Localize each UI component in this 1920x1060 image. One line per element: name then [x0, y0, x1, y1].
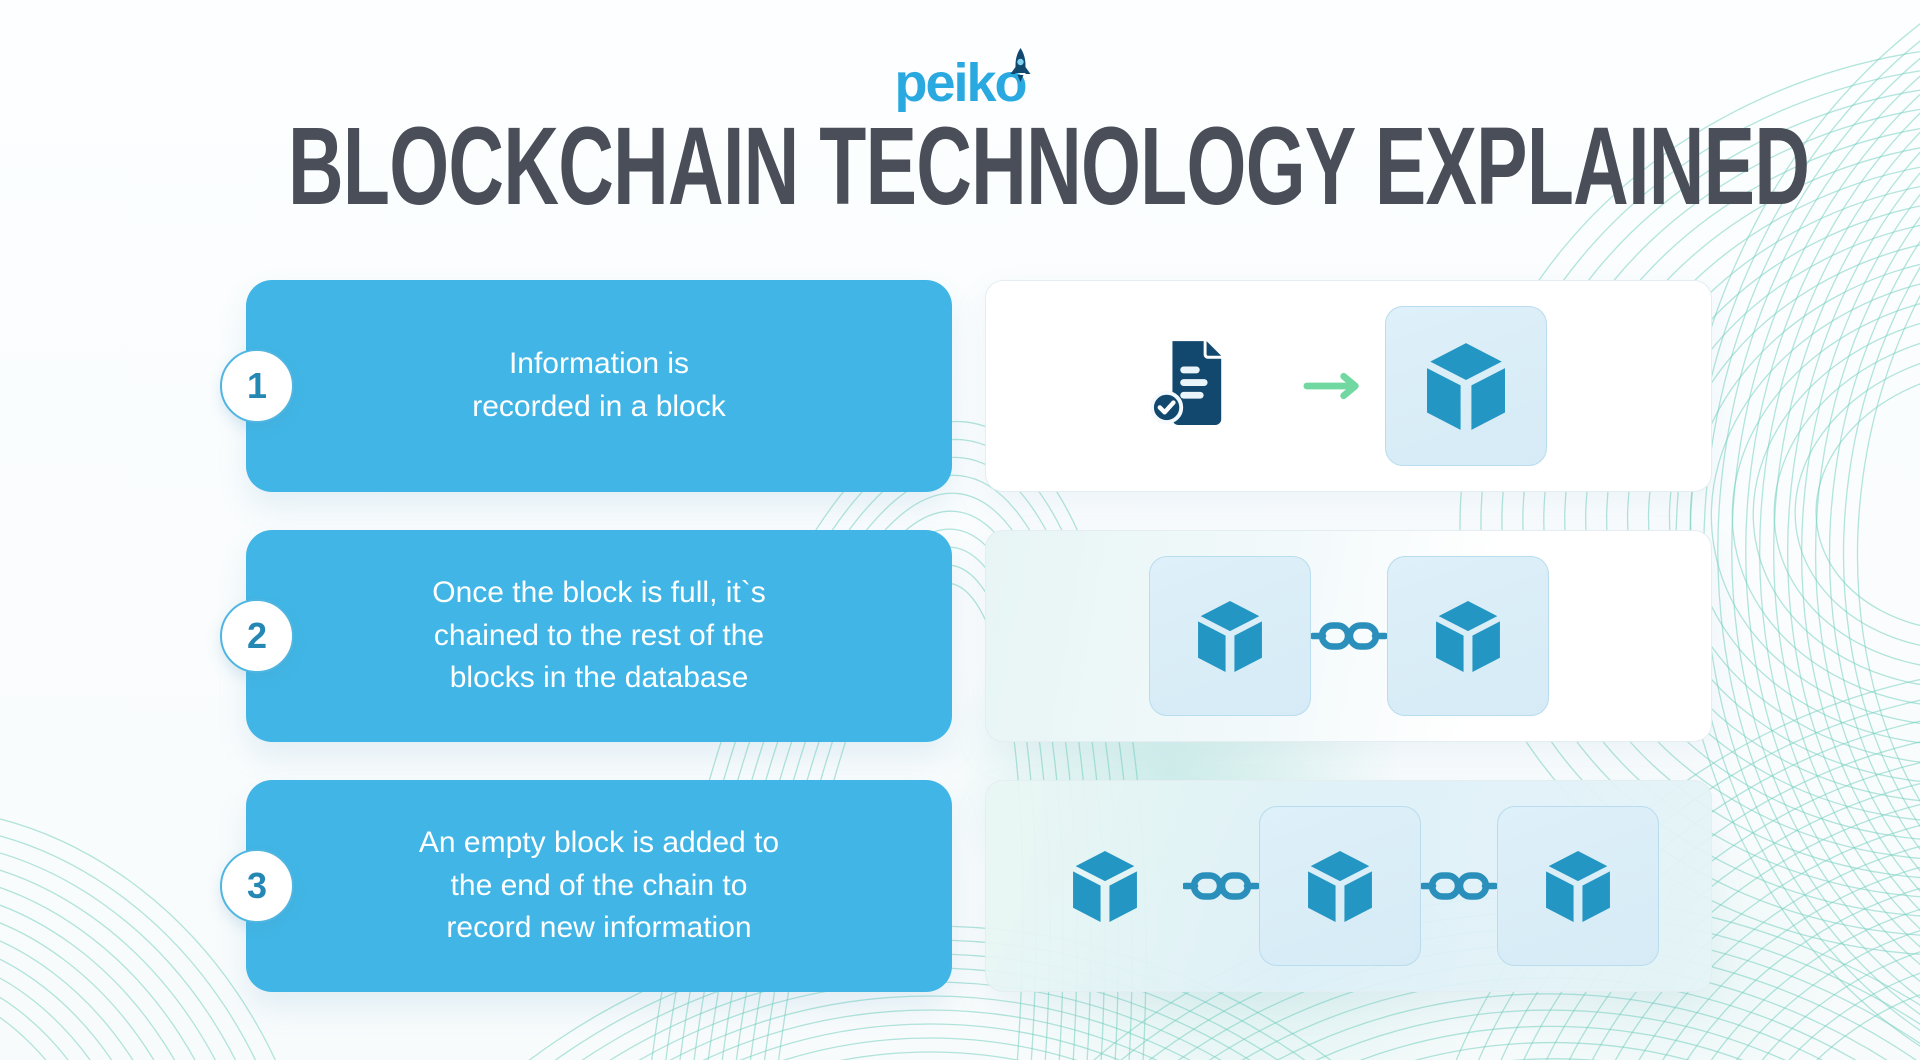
- step-card-1: 1 Information is recorded in a block: [220, 280, 952, 492]
- chain-link-icon: [1311, 620, 1387, 652]
- logo-text: peiko: [894, 53, 1027, 113]
- block-icon: [1308, 851, 1372, 922]
- step-card-2: 2 Once the block is full, it`s chained t…: [220, 530, 952, 742]
- block-icon: [1436, 601, 1500, 672]
- step-text: An empty block is added to the end of th…: [418, 826, 780, 945]
- block-icon: [1427, 343, 1505, 430]
- chain-link-icon: [1183, 870, 1259, 902]
- page-title: BLOCKCHAIN TECHNOLOGY EXPLAINED: [288, 105, 1810, 228]
- illustration-panel-3: [985, 780, 1712, 992]
- step-number: 3: [246, 865, 268, 906]
- block-tile: [1384, 306, 1547, 466]
- document-approved-icon: [1151, 341, 1229, 431]
- block-tile: [1386, 556, 1549, 716]
- block-tile: [1496, 806, 1659, 966]
- chain-link-icon: [1421, 870, 1497, 902]
- block-tile: [1148, 556, 1311, 716]
- step-number-badge: 2: [220, 599, 294, 673]
- step-text: Information is recorded in a block: [472, 347, 726, 423]
- step-card-3: 3 An empty block is added to the end of …: [220, 780, 952, 992]
- block-icon: [1546, 851, 1610, 922]
- illustration-panel-2: [985, 530, 1712, 742]
- arrow-right-icon: [1303, 372, 1365, 400]
- step-row-2: 2 Once the block is full, it`s chained t…: [0, 530, 1920, 742]
- step-row-3: 3 An empty block is added to the end of …: [0, 780, 1920, 992]
- step-row-1: 1 Information is recorded in a block: [0, 280, 1920, 492]
- block-icon: [1198, 601, 1262, 672]
- peiko-logo: peiko: [894, 48, 1031, 113]
- step-number: 2: [246, 615, 268, 656]
- block-tile: [1258, 806, 1421, 966]
- step-text: Once the block is full, it`s chained to …: [432, 576, 766, 695]
- illustration-panel-1: [985, 280, 1712, 492]
- rocket-icon: [1010, 48, 1031, 82]
- step-number-badge: 3: [220, 849, 294, 923]
- step-number-badge: 1: [220, 349, 294, 423]
- block-icon: [1073, 851, 1137, 922]
- step-number: 1: [246, 365, 268, 406]
